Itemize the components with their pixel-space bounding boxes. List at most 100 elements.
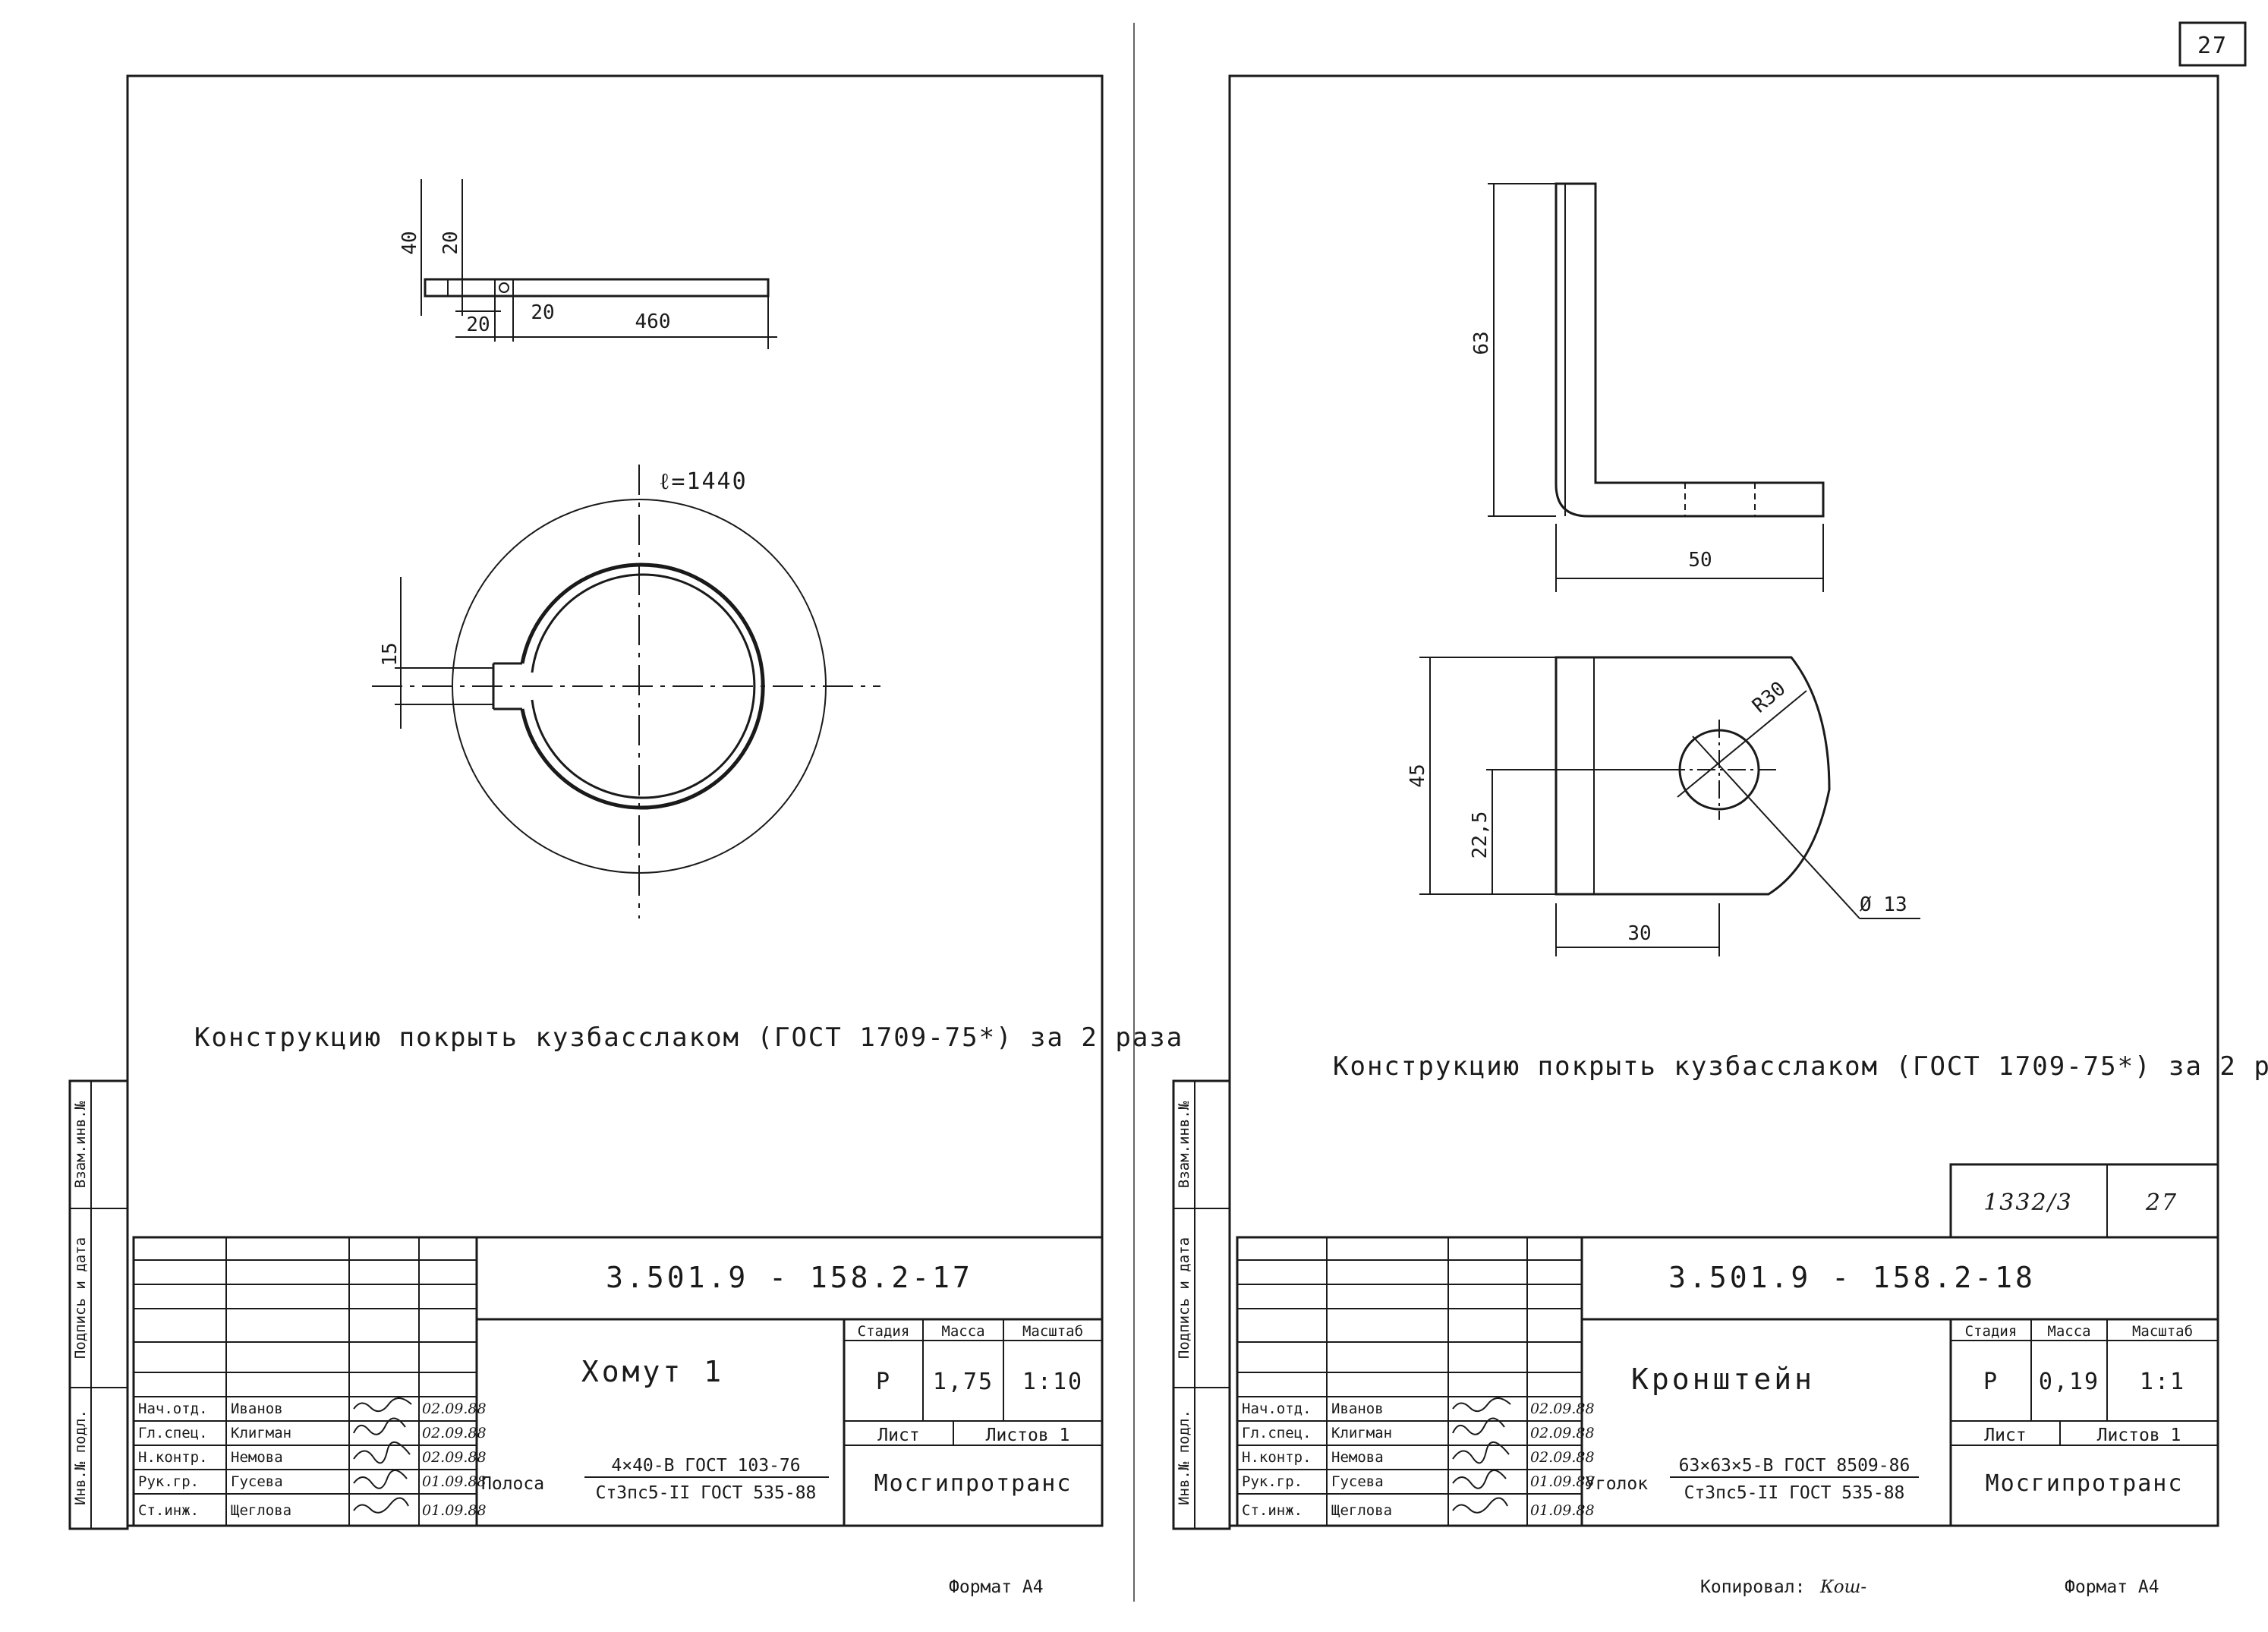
left-signer-name: Гусева	[231, 1473, 283, 1490]
right-signer-date: 02.09.88	[1530, 1449, 1595, 1466]
right-hdr-mass: Масса	[2047, 1323, 2090, 1340]
left-signer-date: 02.09.88	[422, 1400, 487, 1417]
left-note: Конструкцию покрыть кузбасслаком (ГОСТ 1…	[194, 1022, 1183, 1053]
signature-mark	[1452, 1497, 1508, 1514]
left-val-mass: 1,75	[933, 1369, 994, 1395]
signature-mark	[353, 1441, 411, 1464]
right-signer-role: Гл.спец.	[1242, 1425, 1312, 1441]
left-side-label-vzam: Взам.инв.№	[72, 1101, 89, 1188]
left-hdr-sheet: Лист	[877, 1426, 919, 1445]
right-doc-code: 3.501.9 - 158.2-18	[1668, 1261, 2036, 1294]
left-hdr-stage: Стадия	[858, 1323, 910, 1340]
dim-30: 30	[1627, 922, 1651, 945]
left-signer-role: Рук.гр.	[138, 1473, 199, 1490]
right-signer-date: 02.09.88	[1530, 1400, 1595, 1417]
left-val-stage: Р	[876, 1369, 891, 1395]
dim-63: 63	[1470, 331, 1493, 354]
right-side-label-inv: Инв.№ подл.	[1176, 1410, 1192, 1505]
signature-mark	[353, 1397, 412, 1413]
right-signer-role: Нач.отд.	[1242, 1400, 1312, 1417]
signature-mark	[1452, 1441, 1510, 1464]
right-hdr-sheets: Листов 1	[2097, 1426, 2181, 1445]
left-title-block	[132, 1236, 1104, 1527]
signature-mark	[353, 1470, 408, 1489]
right-signer-name: Немова	[1331, 1449, 1384, 1466]
left-signatures	[353, 1397, 412, 1514]
left-signers: Нач.отд. Иванов 02.09.88 Гл.спец. Клигма…	[138, 1400, 487, 1519]
dim-50: 50	[1688, 549, 1712, 572]
right-signer-name: Щеглова	[1331, 1502, 1392, 1519]
right-side-label-sign: Подпись и дата	[1176, 1237, 1192, 1359]
page-number: 27	[2197, 33, 2228, 59]
left-signer-role: Ст.инж.	[138, 1502, 199, 1519]
right-note: Конструкцию покрыть кузбасслаком (ГОСТ 1…	[1333, 1051, 2268, 1082]
copied-sign: Кош-	[1819, 1577, 1866, 1597]
left-signer-name: Немова	[231, 1449, 283, 1466]
dim-r30: R30	[1748, 677, 1790, 717]
signature-mark	[353, 1497, 409, 1514]
right-val-stage: Р	[1983, 1369, 1999, 1395]
left-org: Мосгипротранс	[874, 1470, 1073, 1497]
left-signer-name: Клигман	[231, 1425, 291, 1441]
strip-sketch	[421, 179, 777, 349]
right-signatures	[1452, 1397, 1511, 1514]
left-signer-date: 01.09.88	[422, 1502, 487, 1519]
copied-label: Копировал:	[1700, 1577, 1805, 1597]
right-org: Мосгипротранс	[1986, 1470, 2184, 1497]
right-val-mass: 0,19	[2039, 1369, 2099, 1395]
right-material-bottom: Ст3пс5-II ГОСТ 535-88	[1684, 1483, 1905, 1503]
left-format: Формат А4	[949, 1577, 1044, 1597]
left-part-name: Хомут 1	[581, 1355, 724, 1388]
dim-15: 15	[379, 642, 402, 666]
left-material-bottom: Ст3пс5-II ГОСТ 535-88	[596, 1483, 817, 1503]
right-signer-name: Гусева	[1331, 1473, 1384, 1490]
stamp-sheet: 27	[2145, 1189, 2178, 1216]
dim-40: 40	[398, 231, 421, 254]
left-signer-date: 01.09.88	[422, 1473, 487, 1490]
page-number-box	[2178, 21, 2247, 67]
dim-d13: Ø 13	[1860, 893, 1907, 916]
right-side-label-vzam: Взам.инв.№	[1176, 1101, 1192, 1188]
bracket-plan-sketch	[1419, 656, 1920, 956]
left-signer-date: 02.09.88	[422, 1449, 487, 1466]
left-hdr-scale: Масштаб	[1022, 1323, 1083, 1340]
left-signer-name: Иванов	[231, 1400, 283, 1417]
dim-22-5: 22,5	[1469, 811, 1492, 859]
right-signer-name: Иванов	[1331, 1400, 1384, 1417]
right-material-top: 63×63×5-В ГОСТ 8509-86	[1679, 1456, 1910, 1476]
right-signer-role: Н.контр.	[1242, 1449, 1312, 1466]
dim-45: 45	[1406, 764, 1429, 787]
left-hdr-sheets: Листов 1	[986, 1426, 1070, 1445]
right-signer-date: 01.09.88	[1530, 1473, 1595, 1490]
left-side-strip	[68, 1079, 129, 1530]
left-signer-role: Н.контр.	[138, 1449, 208, 1466]
signature-mark	[1452, 1397, 1511, 1413]
left-signer-date: 02.09.88	[422, 1425, 487, 1441]
left-side-label-sign: Подпись и дата	[72, 1237, 89, 1359]
left-hdr-mass: Масса	[941, 1323, 984, 1340]
dim-20-vertical: 20	[439, 231, 462, 254]
left-signer-role: Гл.спец.	[138, 1425, 208, 1441]
right-hdr-sheet: Лист	[1984, 1426, 2026, 1445]
right-hdr-scale: Масштаб	[2132, 1323, 2193, 1340]
dim-20-left: 20	[466, 313, 490, 336]
right-signer-role: Ст.инж.	[1242, 1502, 1303, 1519]
left-signer-role: Нач.отд.	[138, 1400, 208, 1417]
dim-20-right: 20	[531, 301, 554, 324]
left-material-top: 4×40-В ГОСТ 103-76	[611, 1456, 800, 1476]
ring-length-label: ℓ=1440	[659, 468, 748, 495]
right-part-name: Кронштейн	[1631, 1363, 1815, 1396]
left-doc-code: 3.501.9 - 158.2-17	[606, 1261, 973, 1294]
left-signer-name: Щеглова	[231, 1502, 291, 1519]
right-signer-name: Клигман	[1331, 1425, 1392, 1441]
signature-mark	[1452, 1417, 1505, 1435]
left-side-label-inv: Инв.№ подл.	[72, 1410, 89, 1505]
stamp-number: 1332/3	[1983, 1189, 2073, 1216]
right-side-strip	[1172, 1079, 1231, 1530]
right-signer-role: Рук.гр.	[1242, 1473, 1303, 1490]
right-title-block	[1236, 1236, 2219, 1527]
left-val-scale: 1:10	[1022, 1369, 1083, 1395]
right-val-scale: 1:1	[2140, 1369, 2185, 1395]
right-signer-date: 01.09.88	[1530, 1502, 1595, 1519]
